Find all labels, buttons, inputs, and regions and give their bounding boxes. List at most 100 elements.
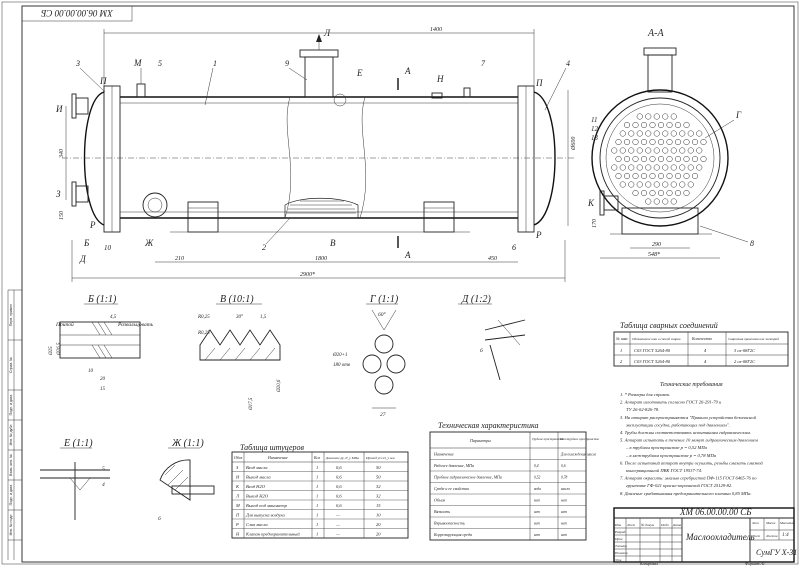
weld-r1-c2: 4 bbox=[704, 359, 707, 364]
letter-R-right: Р bbox=[535, 230, 542, 240]
title-block-mass-header: Масса bbox=[765, 521, 776, 525]
tube-hole bbox=[696, 147, 703, 154]
nozzle-cell: 0,6 bbox=[336, 494, 342, 500]
tube-hole bbox=[636, 130, 643, 137]
tech-cell: нет bbox=[534, 499, 540, 503]
tube-hole bbox=[611, 147, 618, 154]
weld-r1-c0: 2 bbox=[620, 359, 623, 364]
tube-hole bbox=[679, 130, 686, 137]
nozzle-cell: Клапан предохранительный bbox=[245, 532, 300, 537]
nozzle-cell: 1 bbox=[316, 465, 318, 470]
tube-hole bbox=[619, 181, 626, 188]
tube-hole bbox=[628, 181, 635, 188]
tube-hole bbox=[662, 181, 669, 188]
leader-11: 11 bbox=[591, 116, 597, 124]
nozzle-header-2: Кол bbox=[313, 455, 320, 460]
nozzle-cell: Выход под манометр bbox=[246, 503, 288, 508]
tube-hole bbox=[683, 189, 690, 197]
weld-header-2: Количество bbox=[691, 336, 712, 341]
tube-hole bbox=[662, 130, 669, 137]
section-mark-bottom: А bbox=[404, 250, 411, 260]
tube-hole bbox=[649, 121, 656, 129]
leader-1: 1 bbox=[213, 59, 217, 68]
tube-hole bbox=[670, 198, 677, 205]
letter-Z: З bbox=[56, 189, 61, 199]
tech-char-table: Техническая характеристика Параметры Тру… bbox=[429, 421, 599, 541]
tube-hole bbox=[662, 113, 669, 120]
nozzle-cell: 1 bbox=[316, 532, 318, 537]
detail-V-label-r1: R0,25 bbox=[197, 315, 210, 320]
detail-B-label-d265: Ø26,5 bbox=[57, 342, 62, 356]
bottom-flange-circle bbox=[142, 192, 168, 218]
nozzle-cell: 0,6 bbox=[336, 503, 342, 509]
detail-G-hole-3 bbox=[386, 354, 406, 374]
nozzle-cell: — bbox=[335, 532, 341, 537]
tech-cell: масло bbox=[560, 487, 570, 491]
tube-hole bbox=[670, 181, 677, 188]
nozzle-cell: 1 bbox=[316, 513, 318, 518]
tube-hole bbox=[640, 189, 648, 197]
tech-cell: Для охлаждения масла bbox=[560, 453, 596, 457]
leader-6: 6 bbox=[512, 243, 516, 252]
nozzle-cell: Слив масла bbox=[246, 522, 268, 527]
tech-requirement-line: эксплуатации сосудов, работающих под дав… bbox=[626, 422, 730, 428]
tech-cell: вода bbox=[534, 487, 541, 491]
tube-hole bbox=[696, 130, 703, 137]
letter-D: Д bbox=[79, 254, 87, 264]
detail-Zh-title: Ж (1:1) bbox=[171, 438, 204, 449]
tech-cell: Взрывоопасность bbox=[434, 521, 465, 526]
tech-requirement-line: 1. * Размеры для справок. bbox=[620, 392, 670, 397]
detail-B-title: Б (1:1) bbox=[87, 294, 117, 305]
tube-hole bbox=[623, 172, 631, 180]
tech-cell: 0,4 bbox=[534, 464, 539, 469]
letter-N: Н bbox=[436, 74, 444, 84]
detail-V-label-d175: Ø17,5 bbox=[249, 397, 254, 411]
tube-hole bbox=[645, 181, 652, 188]
tube-hole bbox=[691, 138, 699, 146]
leader-10: 10 bbox=[104, 244, 112, 252]
tech-requirement-line: 5. Аппарат испытать в течение 10 минут г… bbox=[620, 438, 758, 443]
detail-B-label-20: 20 bbox=[100, 377, 106, 382]
tech-cell: нет bbox=[561, 522, 567, 526]
nozzle-cell: 1 bbox=[316, 503, 318, 508]
tube-hole bbox=[615, 172, 622, 180]
tube-hole bbox=[657, 172, 665, 180]
tube-hole bbox=[657, 155, 665, 163]
nozzle-header-1: Назначение bbox=[267, 455, 288, 460]
detail-G: Г (1:1) 60° Ø20+1 180 отв 27 bbox=[332, 294, 406, 418]
tube-hole bbox=[628, 130, 635, 137]
nozzle-cell: 32 bbox=[376, 484, 381, 489]
weld-r0-c1: С03 ГОСТ 5264-80 bbox=[634, 348, 671, 353]
tube-hole bbox=[623, 155, 631, 163]
letter-M: М bbox=[133, 58, 142, 68]
dim-210: 210 bbox=[175, 256, 184, 262]
title-block-scale: 1:4 bbox=[782, 533, 789, 538]
dim-340: 340 bbox=[58, 149, 65, 159]
nozzle-cell: Для выпуска воздуха bbox=[245, 513, 286, 518]
nozzle-cell: 20 bbox=[376, 522, 381, 527]
title-row-1: Пров bbox=[614, 537, 623, 541]
tech-cell: нет bbox=[534, 533, 540, 537]
main-view: Л М И З Н 1 bbox=[55, 26, 575, 282]
tube-bundle-section bbox=[284, 197, 359, 219]
side-view-outer-circle bbox=[591, 89, 729, 227]
tube-hole bbox=[687, 130, 694, 137]
tech-cell: нет bbox=[561, 499, 567, 503]
tube-hole bbox=[649, 138, 656, 146]
tube-hole bbox=[640, 121, 648, 129]
nozzle-M bbox=[136, 83, 146, 98]
title-col-3: Подп bbox=[660, 523, 669, 527]
tech-cell: 0,6 bbox=[561, 464, 566, 469]
nozzle-cell: К bbox=[235, 484, 240, 489]
tech-cell: Рабочее давление, МПа bbox=[433, 463, 474, 469]
tech-cell: нет bbox=[561, 510, 567, 514]
tube-hole bbox=[632, 189, 639, 197]
tech-header-0: Параметры bbox=[469, 438, 491, 443]
side-dim-w2: 548* bbox=[648, 251, 660, 258]
tube-hole bbox=[657, 189, 665, 197]
nozzle-cell: Л bbox=[235, 494, 240, 499]
tech-requirement-line: 3. На аппарат распространяются "Правила … bbox=[620, 415, 757, 420]
dim-2900: 2900* bbox=[300, 272, 315, 278]
